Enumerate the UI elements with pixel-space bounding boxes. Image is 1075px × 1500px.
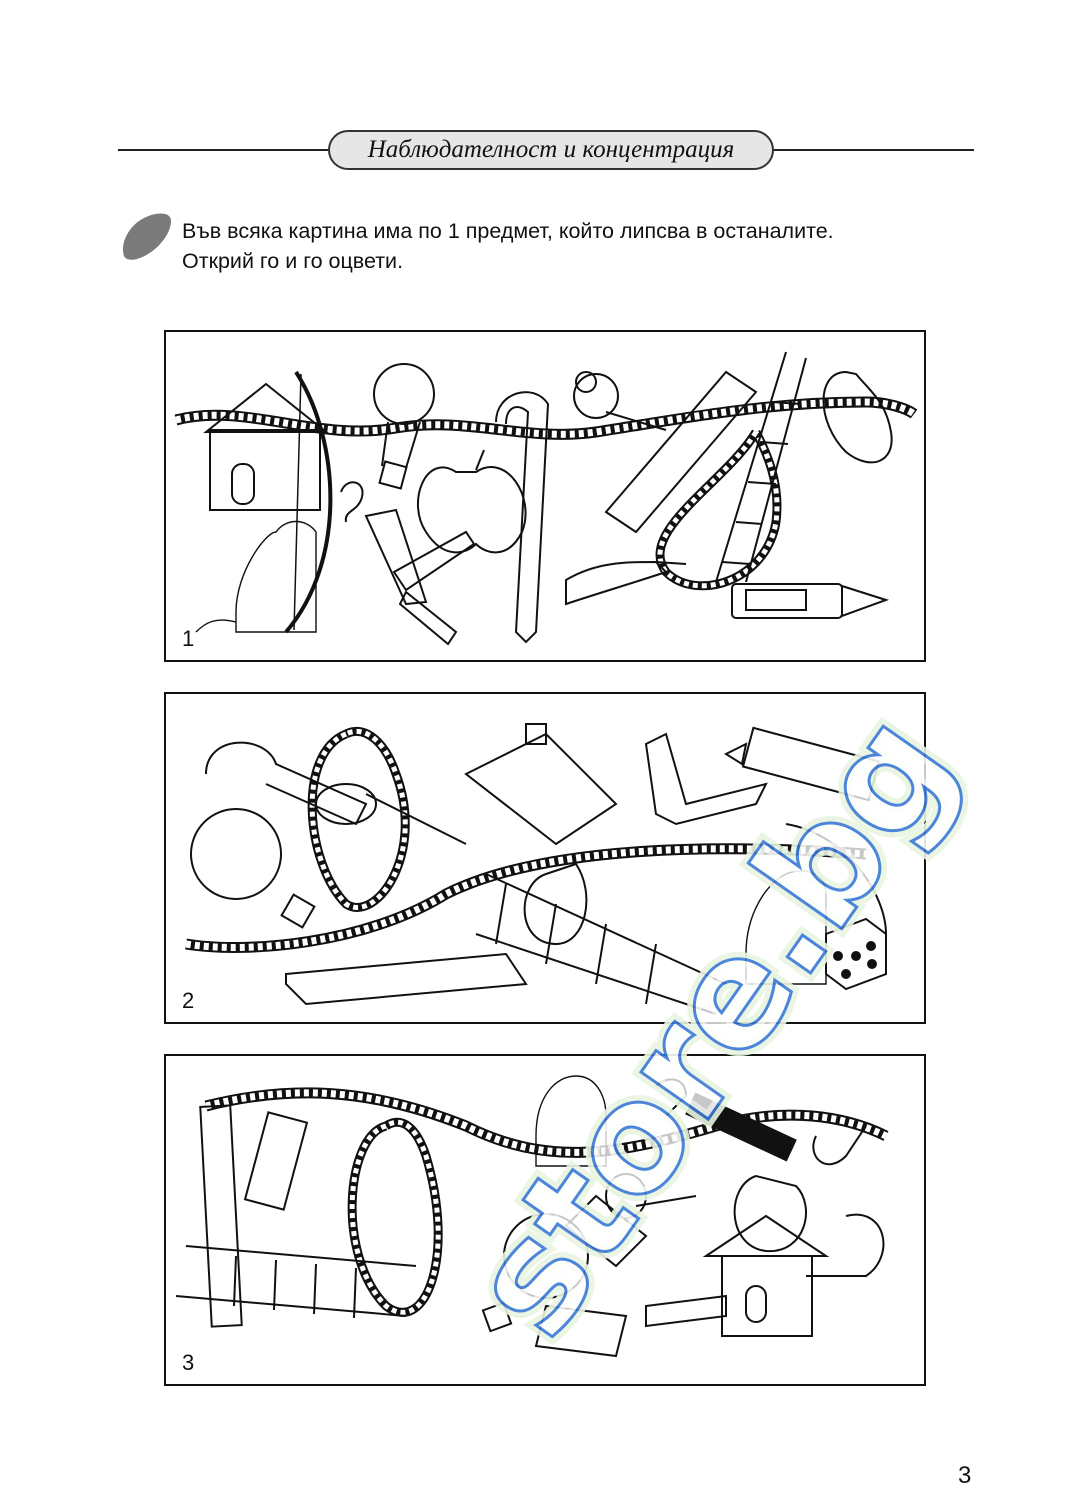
picture-3-drawing [175,1075,889,1358]
lightbulb-icon [190,808,316,929]
house-icon [203,382,329,511]
picture-panel-2: 2 [164,692,926,1024]
panel-number-3: 3 [182,1350,195,1375]
bird-icon [315,783,467,845]
lightbulb-icon [373,363,435,490]
bird-icon [573,371,667,431]
cat-icon [535,1075,607,1167]
apple-icon [417,449,527,554]
pear-icon [733,1174,807,1253]
task-marker-icon [122,213,172,260]
task-line-2: Открий го и го оцвети. [182,249,404,273]
ladder-icon [715,351,807,583]
panel-number-2: 2 [182,988,195,1013]
ladder-icon [475,873,727,1015]
task-instruction: Във всяка картина има по 1 предмет, койт… [182,216,982,276]
picture-panel-3: 3 [164,1054,926,1386]
header-rule-left [118,149,330,151]
picture-panel-1: 1 [164,330,926,662]
lightbulb-icon [481,1213,589,1333]
bird-icon [605,1173,697,1219]
marker-icon [723,726,881,802]
picture-2-drawing [185,723,887,1015]
picture-1-drawing [174,351,918,646]
page-number: 3 [958,1462,972,1489]
ladder-icon [175,1245,417,1319]
task-line-1: Във всяка картина има по 1 предмет, койт… [182,219,834,243]
cat-icon [745,870,827,985]
section-title: Наблюдателност и концентрация [367,136,735,163]
section-header: Наблюдателност и концентрация [328,130,774,170]
house-icon [464,723,618,846]
header-rule-right [772,149,974,151]
dice-icon [825,917,887,991]
hammer-icon [655,1078,797,1162]
panel-number-1: 1 [182,626,195,651]
cat-icon [195,520,317,633]
